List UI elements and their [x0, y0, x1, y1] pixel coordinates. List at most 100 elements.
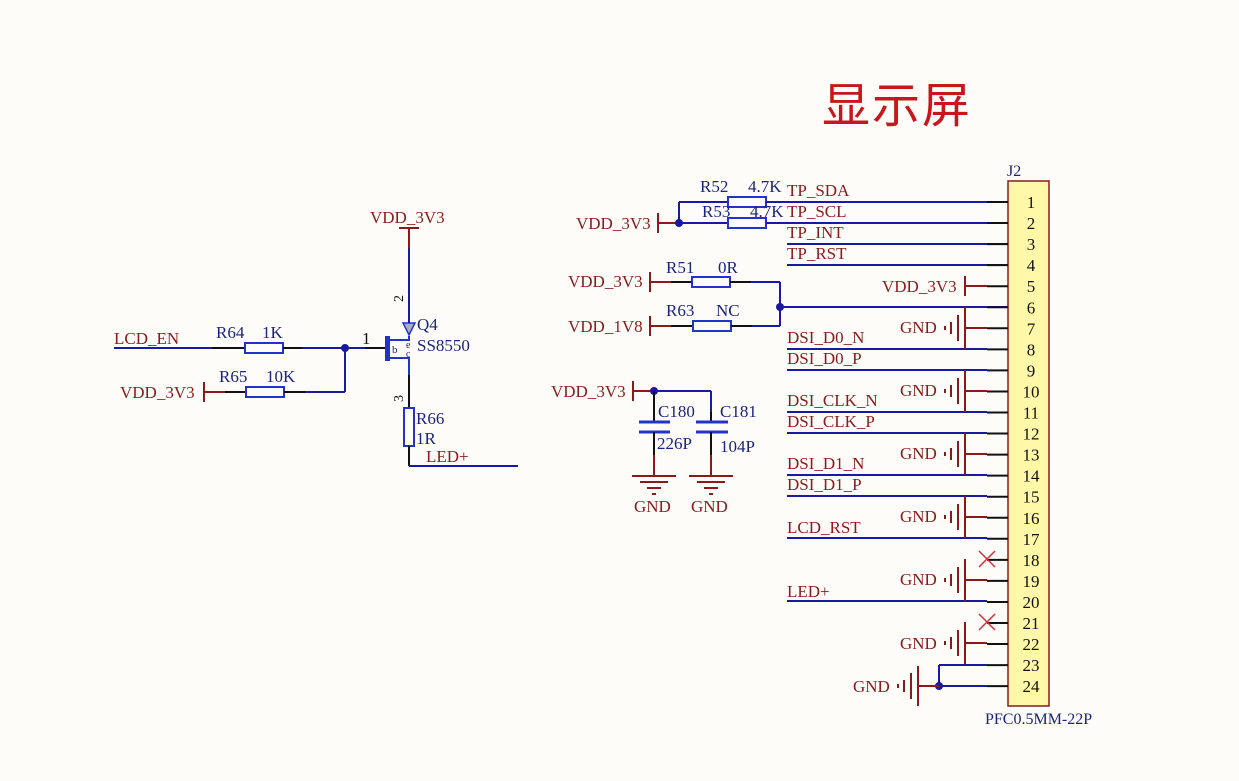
ground-icon: [897, 665, 919, 707]
net-label-lcd-rst: LCD_RST: [787, 518, 861, 537]
capacitor-c180[interactable]: [639, 420, 670, 434]
gnd-label: GND: [900, 634, 937, 653]
net-label-vdd-3v3: VDD_3V3: [568, 272, 643, 291]
net-label-dsi-d1-n: DSI_D1_N: [787, 454, 864, 473]
j2-pin-number: 2: [1027, 214, 1036, 233]
c180-value: 226P: [657, 434, 692, 453]
j2-part: PFC0.5MM-22P: [985, 711, 1092, 728]
j2-pin-number: 21: [1023, 614, 1040, 633]
ground-icon: [688, 475, 734, 495]
gnd-label: GND: [900, 381, 937, 400]
j2-pin-number: 19: [1023, 572, 1040, 591]
net-label-vdd-3v3: VDD_3V3: [882, 277, 957, 296]
resistor-r65[interactable]: [245, 386, 285, 398]
r63-designator: R63: [666, 301, 694, 320]
j2-pin-number: 4: [1027, 256, 1036, 275]
net-label-dsi-d0-p: DSI_D0_P: [787, 349, 862, 368]
gnd-label: GND: [900, 507, 937, 526]
backlight-driver: LCD_EN R64 1K VDD_3V3 R65 10K 1 b e c Q4…: [114, 208, 518, 467]
j2-pin-number: 24: [1023, 677, 1041, 696]
resistor-r63[interactable]: [692, 320, 732, 332]
ground-icon: [944, 559, 966, 601]
transistor-q4-base[interactable]: [385, 336, 390, 361]
q4-emitter-lead: [390, 336, 410, 341]
j2-pin-number: 1: [1027, 193, 1036, 212]
j2-pin-number: 8: [1027, 340, 1036, 359]
net-label-tp-rst: TP_RST: [787, 244, 847, 263]
q4-part: SS8550: [417, 336, 470, 355]
j2-pin-number: 10: [1023, 382, 1040, 401]
r63-value: NC: [716, 301, 740, 320]
r51-value: 0R: [718, 258, 739, 277]
j2-pin-number: 11: [1023, 404, 1039, 423]
ground-icon: [944, 307, 966, 349]
j2-pin-number: 18: [1023, 551, 1040, 570]
q4-pin1: 1: [362, 329, 371, 348]
resistor-r64[interactable]: [244, 342, 284, 354]
j2-pin-number: 22: [1023, 635, 1040, 654]
j2-pin-number: 3: [1027, 235, 1036, 254]
resistor-r66[interactable]: [403, 407, 415, 447]
io-supply-select: VDD_3V3 R51 0R VDD_1V8 R63 NC: [568, 258, 1008, 336]
gnd-pin7: GND: [900, 307, 987, 349]
decoupling-caps: VDD_3V3 C180 C181 226P 104P GND GND: [551, 381, 757, 516]
capacitor-c181[interactable]: [696, 420, 728, 434]
r53-value: 4.7K: [750, 202, 784, 221]
j2-designator: J2: [1007, 163, 1021, 180]
gnd-pin13: GND: [900, 433, 987, 475]
touch-pullups: VDD_3V3 R52 4.7K R53 4.7K TP_SDA TP_SCL …: [576, 177, 1008, 266]
r51-designator: R51: [666, 258, 694, 277]
q4-pin-c: c: [406, 349, 411, 360]
c181-designator: C181: [720, 402, 757, 421]
net-label-vdd-3v3: VDD_3V3: [576, 214, 651, 233]
gnd-pin10: GND: [900, 370, 987, 412]
net-label-dsi-clk-p: DSI_CLK_P: [787, 412, 875, 431]
net-label-tp-scl: TP_SCL: [787, 202, 847, 221]
j2-pin-number: 6: [1027, 298, 1036, 317]
net-label-led-plus: LED+: [787, 582, 830, 601]
r53-designator: R53: [702, 202, 730, 221]
j2-pin-number: 9: [1027, 361, 1036, 380]
gnd-label: GND: [853, 677, 890, 696]
net-label-vdd-3v3: VDD_3V3: [551, 382, 626, 401]
gnd-pin16: GND: [900, 496, 987, 538]
j2-pin-number: 14: [1023, 467, 1041, 486]
ground-icon: [944, 433, 966, 475]
r52-designator: R52: [700, 177, 728, 196]
r65-value: 10K: [266, 367, 296, 386]
connector-j2: J2 PFC0.5MM-22P 123456789101112131415161…: [787, 163, 1092, 728]
c180-designator: C180: [658, 402, 695, 421]
no-connect-pin21-icon: [978, 613, 996, 631]
c181-gnd-label: GND: [691, 497, 728, 516]
resistor-r51[interactable]: [691, 276, 731, 288]
q4-emitter-arrow-icon: [401, 322, 417, 337]
net-label-vdd-3v3: VDD_3V3: [120, 383, 195, 402]
gnd-pin22: GND: [900, 622, 987, 665]
r66-designator: R66: [416, 409, 444, 428]
j2-pin-number: 15: [1023, 488, 1040, 507]
q4-pin-e: e: [406, 340, 411, 351]
j2-body[interactable]: [1007, 180, 1050, 707]
j2-pin-number: 16: [1023, 509, 1040, 528]
q4-designator: Q4: [417, 315, 438, 334]
r64-designator: R64: [216, 323, 245, 342]
net-label-led-plus: LED+: [426, 447, 469, 466]
j2-pin-number: 20: [1023, 593, 1040, 612]
r65-designator: R65: [219, 367, 247, 386]
net-label-vdd-1v8: VDD_1V8: [568, 317, 643, 336]
ground-icon: [944, 370, 966, 412]
net-label-tp-sda: TP_SDA: [787, 181, 850, 200]
net-label-dsi-d1-p: DSI_D1_P: [787, 475, 862, 494]
j2-pin-number: 7: [1027, 319, 1036, 338]
gnd-label: GND: [900, 570, 937, 589]
c181-value: 104P: [720, 437, 755, 456]
r64-value: 1K: [262, 323, 284, 342]
j2-pin-number: 5: [1027, 277, 1036, 296]
q4-pin3: 3: [392, 395, 407, 402]
q4-collector-lead: [390, 357, 410, 375]
ground-icon: [944, 622, 966, 664]
ground-icon: [944, 496, 966, 538]
net-label-vdd-3v3: VDD_3V3: [370, 208, 445, 227]
